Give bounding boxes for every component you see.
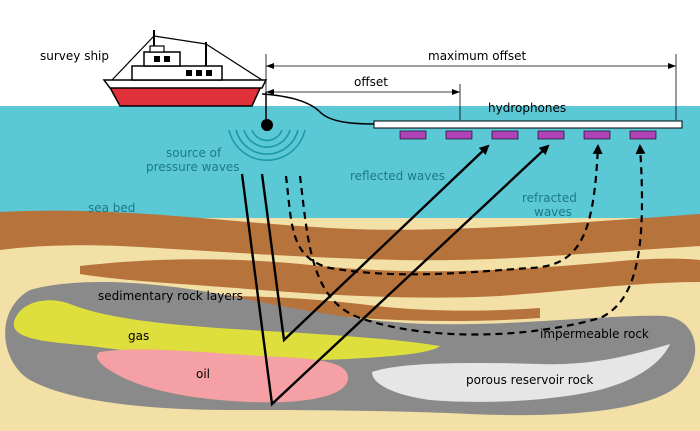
offset-dimension (266, 84, 461, 120)
sea-bed-layer (0, 210, 700, 261)
sedimentary-layer-1 (80, 258, 700, 298)
reflected-waves-label: reflected waves (350, 169, 445, 183)
refracted-waves-label-line1: refracted (522, 191, 577, 205)
pressure-wave-rings (228, 129, 306, 161)
impermeable-rock-label: impermeable rock (540, 327, 649, 341)
offset-label: offset (354, 75, 388, 89)
hydrophone (583, 130, 611, 140)
oil-pocket (96, 349, 349, 403)
sedimentary-label: sedimentary rock layers (98, 289, 243, 303)
hydrophones-label: hydrophones (488, 101, 566, 115)
reflected-wave-rays (240, 144, 550, 407)
maximum-offset-label: maximum offset (428, 49, 527, 63)
refracted-waves-label-line2: waves (534, 205, 572, 219)
oil-label: oil (196, 367, 210, 381)
hydrophone-array (399, 130, 657, 140)
hydrophone (491, 130, 519, 140)
pressure-source (261, 119, 273, 131)
survey-ship (102, 30, 268, 107)
hydrophone-streamer (373, 120, 683, 129)
streamer-cable (261, 93, 377, 125)
hydrophone (445, 130, 473, 140)
hydrophone (399, 130, 427, 140)
refracted-wave-rays (284, 144, 646, 336)
hydrophone (537, 130, 565, 140)
porous-rock-label: porous reservoir rock (466, 373, 593, 387)
source-label-line2: pressure waves (146, 160, 240, 174)
source-label-line1: source of (166, 146, 222, 160)
survey-ship-label: survey ship (40, 49, 109, 63)
sea-bed-label: sea bed (88, 201, 135, 215)
gas-label: gas (128, 329, 149, 343)
maximum-offset-dimension (265, 54, 677, 120)
porous-reservoir-rock (372, 344, 670, 402)
hydrophone (629, 130, 657, 140)
